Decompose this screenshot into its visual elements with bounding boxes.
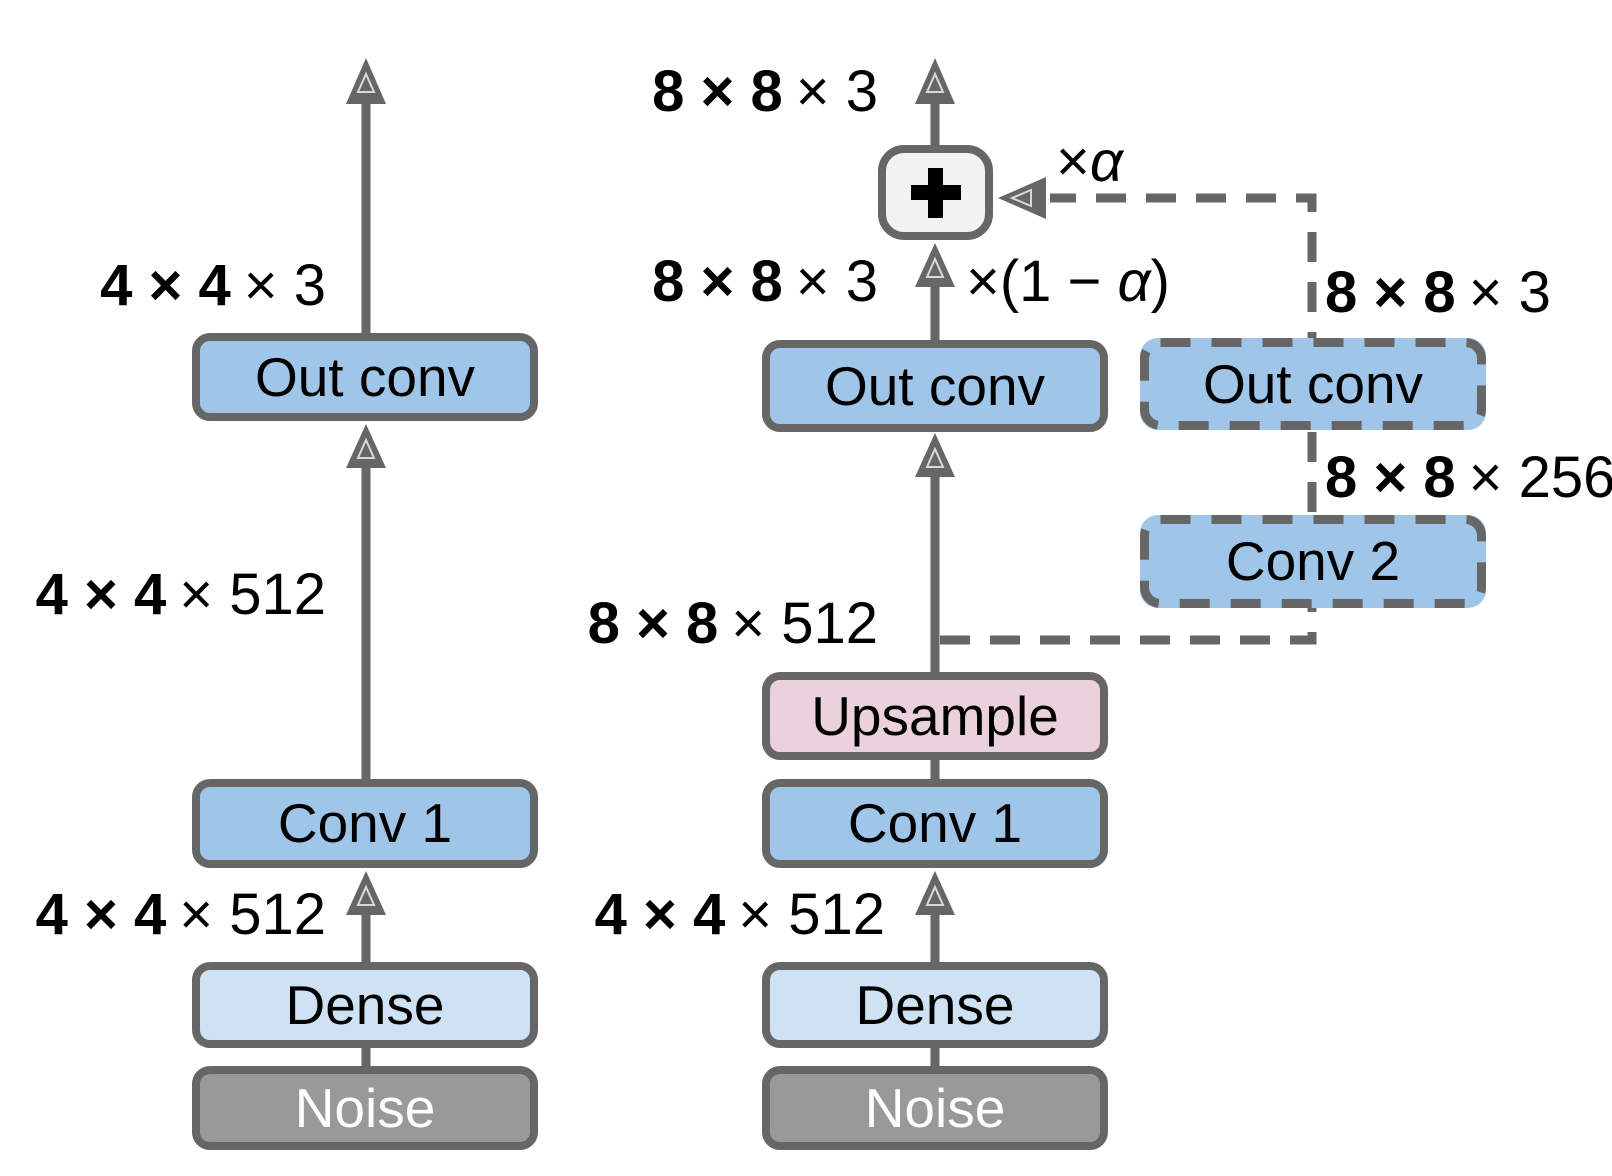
sum-node: + [878, 145, 993, 240]
outconv-box-stable-label: Out conv [254, 345, 476, 408]
dims-label-growing-upsample: 8 × 8× 512 [587, 591, 878, 656]
outconv-box-fadein-label: Out conv [1202, 352, 1424, 415]
outconv-box-growing: Out conv [762, 340, 1108, 432]
dense-box-growing-label: Dense [855, 973, 1015, 1036]
dense-box-stable-label: Dense [285, 973, 445, 1036]
outconv-box-fadein: Out conv [1140, 338, 1486, 430]
conv2-box-fadein: Conv 2 [1140, 515, 1486, 608]
upsample-to-outconv-arrow [915, 433, 955, 675]
alpha-weight-label: ×α [1056, 129, 1123, 194]
dims-label-fadein-conv2: 8 × 8× 256 [1325, 445, 1612, 510]
dims-label-fadein-outconv: 8 × 8× 3 [1325, 260, 1551, 325]
outconv-to-sum-arrow [915, 243, 955, 343]
dims-label-stable-output: 4 × 4× 3 [100, 253, 326, 318]
conv2-box-fadein-label: Conv 2 [1225, 530, 1401, 592]
dims-label-stable-input: 4 × 4× 512 [35, 882, 326, 947]
dense-box-growing: Dense [762, 962, 1108, 1048]
noise-box-growing-label: Noise [864, 1076, 1006, 1139]
dims-label-stable-mid: 4 × 4× 512 [35, 562, 326, 627]
stable-dense-to-conv1-arrow [346, 871, 386, 965]
conv1-box-growing-label: Conv 1 [847, 792, 1023, 854]
outconv-box-growing-label: Out conv [824, 354, 1046, 417]
dims-label-growing-presum: 8 × 8× 3 [652, 249, 878, 314]
dims-label-growing-input: 4 × 4× 512 [594, 882, 885, 947]
conv1-box-stable: Conv 1 [192, 779, 538, 868]
conv1-box-growing: Conv 1 [762, 779, 1108, 868]
growing-output-arrow [915, 58, 955, 148]
noise-box-growing: Noise [762, 1066, 1108, 1150]
one-minus-alpha-weight-label: ×(1 − α) [966, 249, 1170, 314]
noise-box-stable-label: Noise [294, 1076, 436, 1139]
conv1-box-stable-label: Conv 1 [277, 792, 453, 854]
stable-output-arrow [346, 58, 386, 336]
upsample-box-label: Upsample [811, 684, 1059, 747]
noise-box-stable: Noise [192, 1066, 538, 1150]
stable-conv1-to-outconv-arrow [346, 424, 386, 782]
outconv-box-stable: Out conv [192, 333, 538, 421]
dims-label-growing-output: 8 × 8× 3 [652, 59, 878, 124]
fade-in-branch-dashed-path [940, 177, 1317, 645]
growing-dense-to-conv1-arrow [915, 871, 955, 965]
dense-box-stable: Dense [192, 962, 538, 1048]
upsample-box: Upsample [762, 672, 1108, 760]
plus-icon [910, 167, 961, 218]
